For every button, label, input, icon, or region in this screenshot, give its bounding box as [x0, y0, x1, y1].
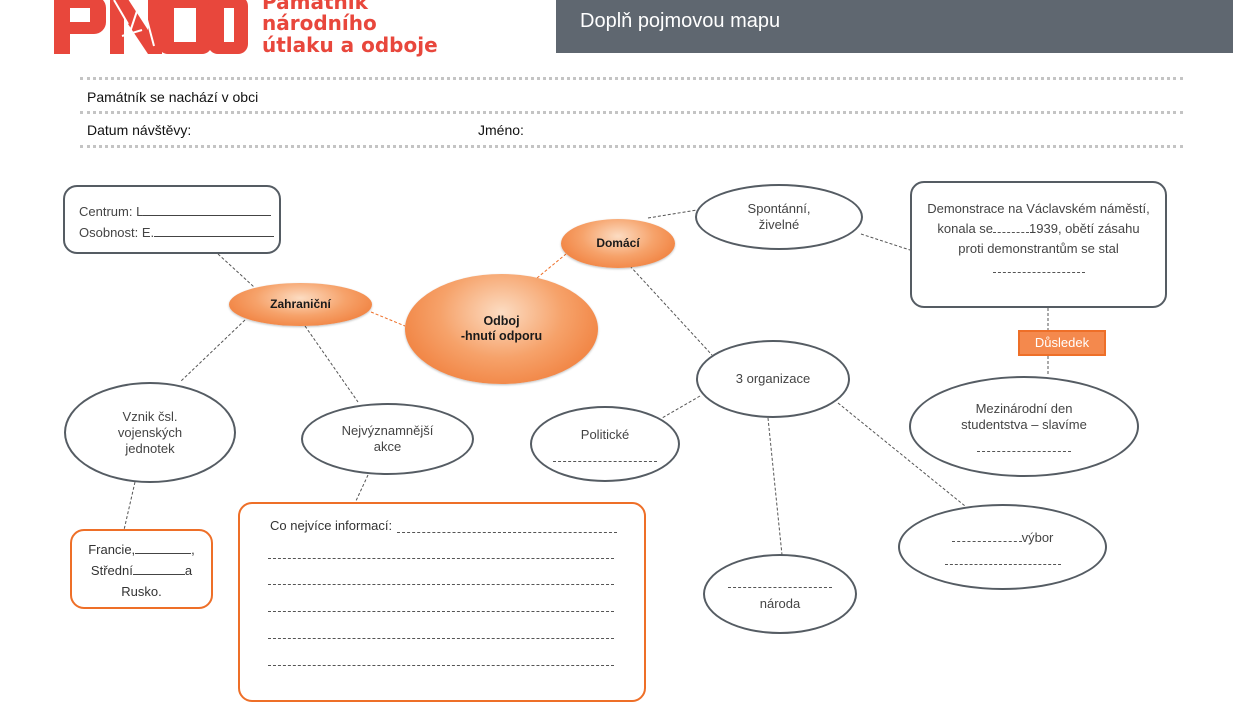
political-label: Politické	[580, 426, 630, 442]
nation-blank[interactable]	[728, 577, 832, 588]
countries-line-1: Francie,	[88, 542, 136, 557]
info-line[interactable]	[268, 638, 614, 639]
countries-and: a	[184, 563, 193, 578]
info-line[interactable]	[397, 532, 617, 533]
units-line-2: vojenských	[117, 424, 183, 440]
page-title: Doplň pojmovou mapu	[580, 10, 781, 32]
logo-icon	[54, 0, 248, 54]
actions-node: Nejvýznamnější akce	[301, 403, 474, 475]
demonstration-line-2-prefix: konala se	[937, 221, 994, 236]
demonstration-line-3: proti demonstrantům se stal	[958, 241, 1119, 256]
international-day-blank[interactable]	[977, 441, 1071, 452]
center-line-1: Odboj	[483, 314, 520, 328]
centrum-box: Centrum: L Osobnost: E.	[63, 185, 281, 254]
three-orgs-label: 3 organizace	[735, 371, 811, 386]
demonstration-box: Demonstrace na Václavském náměstí, konal…	[910, 181, 1167, 308]
domestic-label: Domácí	[596, 236, 640, 250]
osobnost-label: Osobnost: E.	[79, 225, 155, 240]
foreign-label: Zahraniční	[270, 297, 331, 311]
centrum-blank[interactable]	[143, 203, 272, 216]
actions-line-2: akce	[373, 439, 402, 454]
foreign-node: Zahraniční	[229, 283, 372, 326]
info-line[interactable]	[268, 611, 614, 612]
demonstration-line-2-suffix: 1939, obětí zásahu	[1029, 221, 1140, 236]
spontaneous-line-1: Spontánní,	[747, 201, 811, 216]
place-label: Památník se nachází v obci	[87, 89, 259, 105]
spontaneous-line-2: živelné	[758, 217, 800, 232]
international-day-line-1: Mezinárodní den	[975, 401, 1073, 416]
international-day-node: Mezinárodní den studentstva – slavíme	[909, 376, 1139, 477]
year-blank[interactable]	[993, 222, 1030, 233]
countries-blank-2[interactable]	[132, 562, 185, 575]
demonstration-line-1: Demonstrace na Václavském náměstí,	[927, 201, 1150, 216]
logo-line-2: národního	[262, 11, 377, 35]
domestic-node: Domácí	[561, 219, 675, 268]
consequence-badge: Důsledek	[1018, 330, 1106, 356]
political-node: Politické	[530, 406, 680, 482]
countries-line-3: Rusko.	[121, 584, 162, 599]
center-line-2: -hnutí odporu	[460, 329, 543, 343]
nation-node: národa	[703, 554, 857, 634]
actions-line-1: Nejvýznamnější	[341, 423, 434, 438]
dotted-divider	[80, 77, 1183, 80]
units-line-3: jednotek	[125, 440, 175, 456]
info-box: Co nejvíce informací:	[238, 502, 646, 702]
centrum-label: Centrum: L	[79, 204, 144, 219]
date-label: Datum návštěvy:	[87, 122, 192, 138]
committee-label: výbor	[1021, 529, 1054, 545]
countries-box: Francie,, Střední a Rusko.	[70, 529, 213, 609]
countries-blank-1[interactable]	[135, 541, 192, 554]
nation-label: národa	[759, 595, 801, 611]
political-blank[interactable]	[553, 451, 657, 462]
info-line[interactable]	[268, 665, 614, 666]
center-node: Odboj -hnutí odporu	[405, 274, 598, 384]
header-bar	[556, 0, 1233, 53]
dotted-divider	[80, 145, 1183, 148]
spontaneous-node: Spontánní, živelné	[695, 184, 863, 250]
logo-line-1: Památník	[262, 0, 368, 14]
countries-comma: ,	[191, 542, 195, 557]
committee-node: výbor	[898, 504, 1107, 590]
info-line[interactable]	[268, 584, 614, 585]
international-day-line-2: studentstva – slavíme	[961, 417, 1087, 432]
info-label: Co nejvíce informací:	[270, 518, 393, 533]
countries-line-2: Střední	[90, 563, 133, 578]
name-label: Jméno:	[478, 122, 524, 138]
dotted-divider	[80, 111, 1183, 114]
info-line[interactable]	[268, 558, 614, 559]
osobnost-blank[interactable]	[154, 224, 275, 237]
three-orgs-node: 3 organizace	[696, 340, 850, 418]
committee-blank[interactable]	[951, 531, 1022, 542]
units-node: Vznik čsl. vojenských jednotek	[64, 382, 236, 483]
committee-blank-2[interactable]	[944, 554, 1061, 565]
logo-line-3: útlaku a odboje	[262, 33, 438, 57]
victim-blank[interactable]	[992, 262, 1085, 273]
units-line-1: Vznik čsl.	[122, 408, 178, 424]
